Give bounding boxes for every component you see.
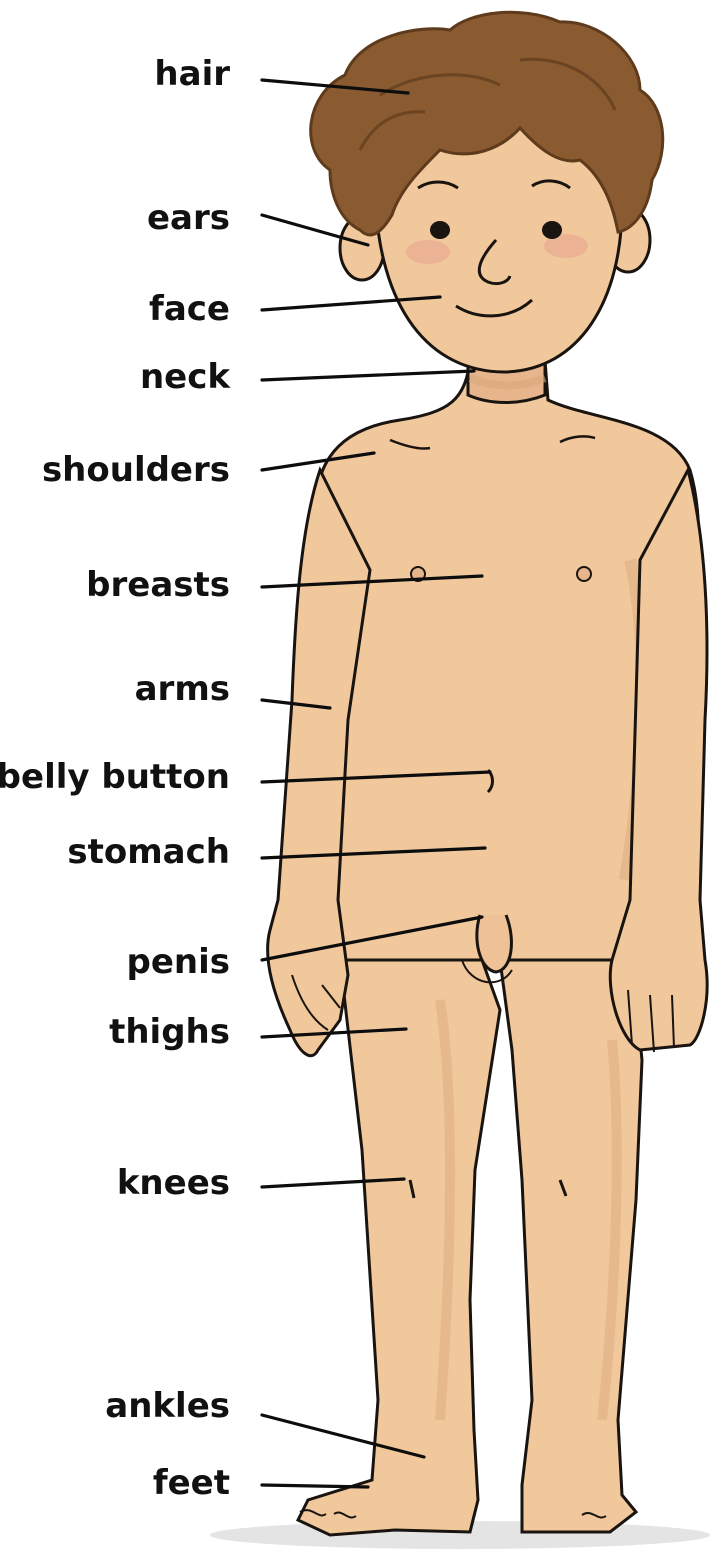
label-stomach: stomach [67,832,230,872]
left-eye [430,221,450,239]
label-penis: penis [127,942,231,982]
label-belly-button: belly button [0,757,230,797]
label-neck: neck [140,357,230,397]
left-leg [298,960,500,1535]
leader-neck [262,371,474,380]
label-hair: hair [154,54,230,94]
label-ankles: ankles [105,1386,230,1426]
right-nipple [577,567,591,581]
label-shoulders: shoulders [42,450,230,490]
label-face: face [149,289,230,329]
right-leg [500,960,642,1532]
label-breasts: breasts [86,565,230,605]
right-eye [542,221,562,239]
label-thighs: thighs [109,1012,230,1052]
label-arms: arms [135,669,230,709]
label-knees: knees [117,1163,230,1203]
leader-feet [262,1485,368,1487]
label-feet: feet [153,1463,230,1503]
head [311,12,663,372]
label-ears: ears [147,198,230,238]
